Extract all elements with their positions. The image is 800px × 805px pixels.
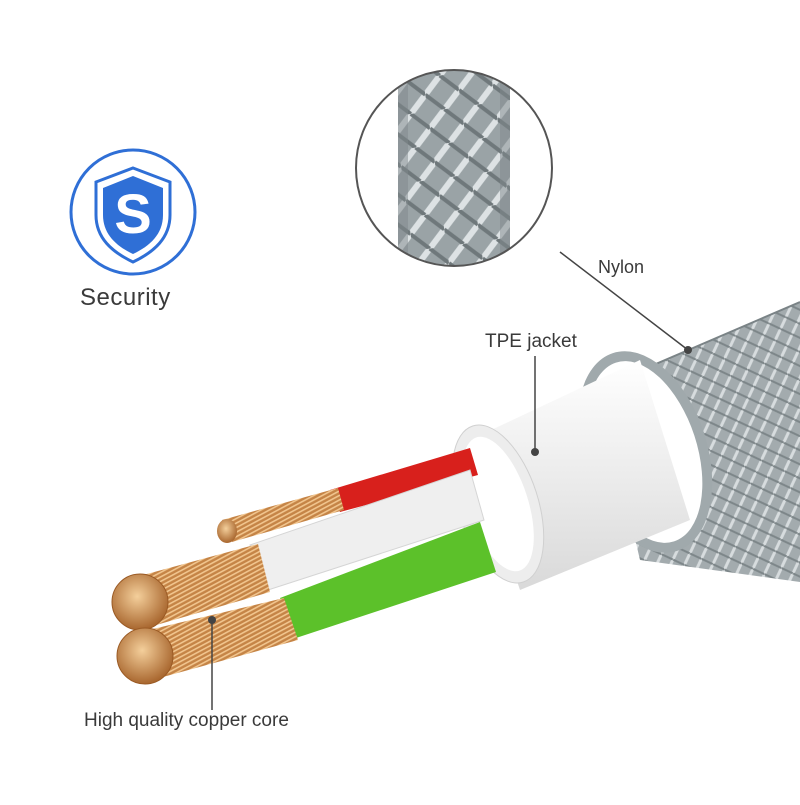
copper-strand-bottom bbox=[140, 598, 298, 680]
nylon-callout bbox=[559, 251, 689, 351]
nylon-zoom bbox=[355, 69, 553, 267]
callouts bbox=[208, 251, 692, 710]
shield-icon bbox=[94, 166, 172, 264]
wires bbox=[111, 448, 496, 685]
tpe-jacket-label: TPE jacket bbox=[485, 331, 577, 352]
nylon-label: Nylon bbox=[598, 257, 645, 277]
badge-letter: S bbox=[114, 182, 151, 245]
shield-inner bbox=[103, 176, 163, 254]
security-label: Security bbox=[80, 284, 171, 311]
wire-green bbox=[280, 522, 496, 638]
badge-ring bbox=[69, 148, 197, 276]
security-badge: S bbox=[69, 148, 197, 276]
copper-core-label: High quality copper core bbox=[84, 710, 289, 731]
tpe-jacket bbox=[451, 360, 690, 590]
copper-strand-top bbox=[222, 488, 344, 542]
wire-red bbox=[330, 448, 478, 512]
